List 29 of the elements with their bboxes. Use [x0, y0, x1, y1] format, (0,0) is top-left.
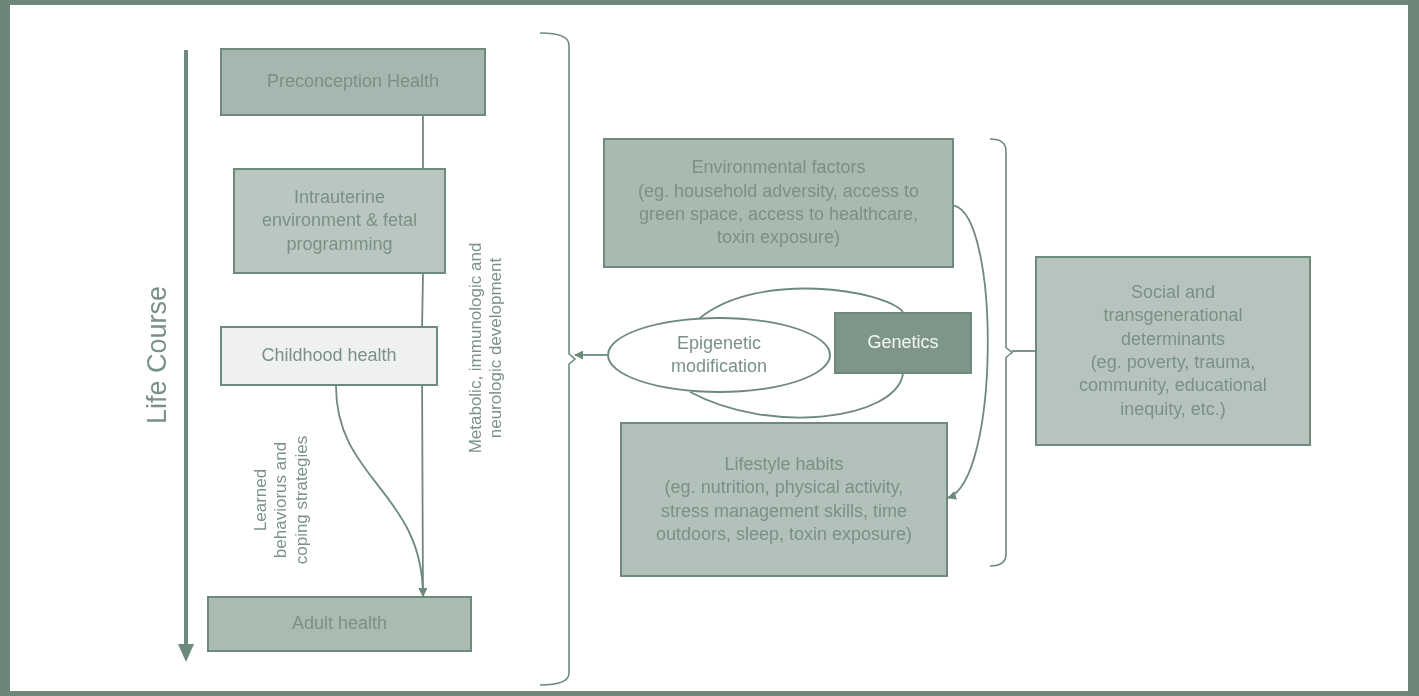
connector-line	[422, 115, 424, 169]
bracket	[990, 138, 1013, 567]
process-box	[834, 312, 972, 374]
connector-line	[699, 287, 904, 319]
process-box	[233, 168, 446, 274]
edge-label: Learned behaviorus and coping strategies	[251, 434, 313, 567]
process-box	[1035, 256, 1311, 446]
node-text: Lifestyle habits	[724, 452, 844, 476]
node-text: (eg. poverty, trauma, community, educational inequity, etc.)	[1078, 351, 1268, 421]
axis-label: Life Course	[140, 284, 173, 427]
node-text: Genetics	[867, 331, 939, 355]
connector-line	[421, 273, 424, 327]
node-text: Intrauterine environment & fetal programming	[260, 185, 419, 256]
bracket	[540, 32, 576, 686]
edge-label: Metabolic, immunologic and neurologic development	[465, 241, 506, 456]
arrow	[335, 385, 427, 597]
process-box	[620, 422, 948, 577]
arrow	[947, 204, 989, 499]
node-text: Epigenetic modification	[669, 331, 768, 378]
node-text: (eg. nutrition, physical activity, stress management skills, time outdoors, sleep, toxin exposure)	[654, 476, 914, 546]
node-text: Social and transgenerational determinants	[1102, 280, 1244, 351]
process-box	[603, 138, 954, 268]
process-box	[220, 48, 486, 116]
node-text: Childhood health	[261, 344, 397, 368]
process-box	[207, 596, 472, 652]
arrow	[574, 350, 608, 360]
process-box	[220, 326, 438, 386]
connector-line	[1011, 350, 1036, 352]
connector-line	[689, 373, 904, 419]
